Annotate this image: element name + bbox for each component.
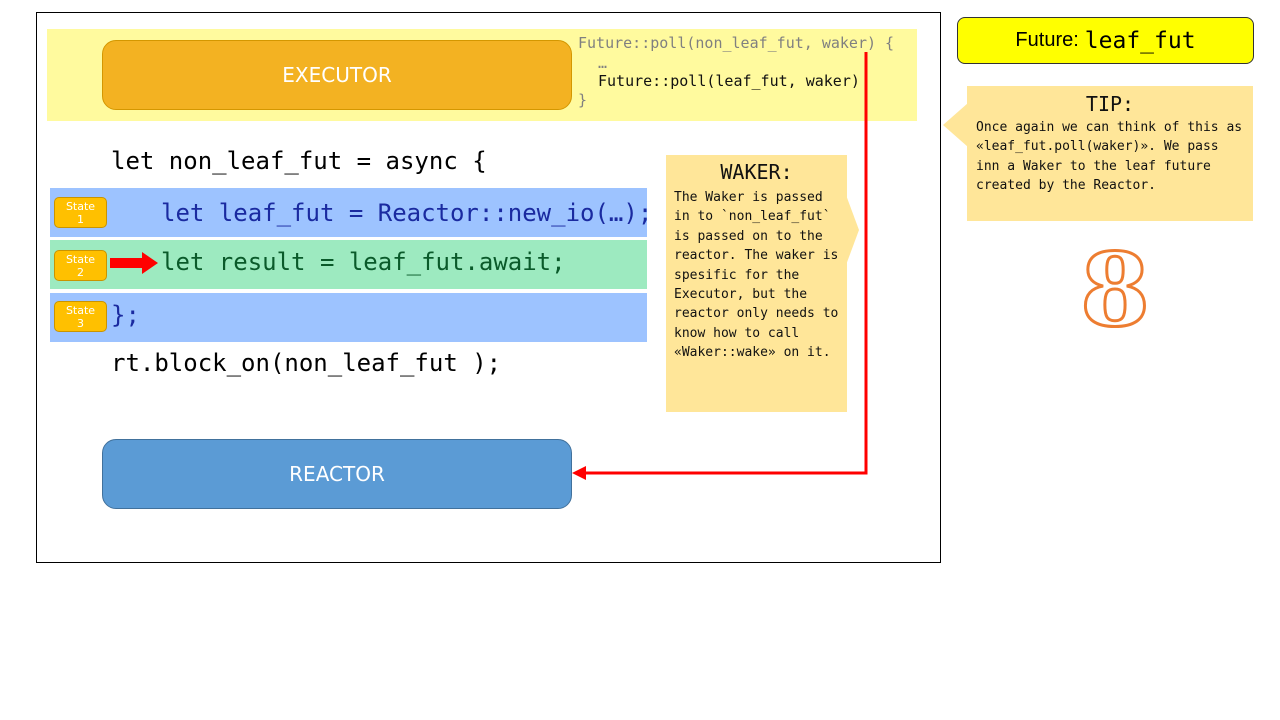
code-line-close: }; bbox=[111, 301, 140, 329]
poll-code-line-1: Future::poll(non_leaf_fut, waker) { bbox=[578, 34, 895, 52]
reactor-label: REACTOR bbox=[289, 462, 385, 486]
tip-callout-pointer-icon bbox=[943, 103, 968, 147]
code-line-new-io: let leaf_fut = Reactor::new_io(…); bbox=[161, 199, 653, 227]
waker-note-title: WAKER: bbox=[720, 160, 793, 184]
state-badge-label: State bbox=[65, 252, 96, 266]
state-badge-1: State 1 bbox=[54, 197, 107, 228]
slide-number: 8 bbox=[1079, 230, 1152, 351]
tip-note bbox=[967, 86, 1253, 221]
state-badge-number: 1 bbox=[77, 212, 84, 226]
state-row-1 bbox=[50, 188, 647, 237]
poll-code-line-4: } bbox=[578, 91, 588, 109]
future-title-label: Future: bbox=[1015, 29, 1079, 51]
code-line-async: let non_leaf_fut = async { bbox=[111, 147, 487, 175]
code-line-await: let result = leaf_fut.await; bbox=[161, 248, 566, 276]
future-title-name: leaf_fut bbox=[1084, 27, 1196, 54]
state-badge-2: State 2 bbox=[54, 250, 107, 281]
poll-code-line-3: Future::poll(leaf_fut, waker) bbox=[598, 72, 860, 90]
state-badge-3: State 3 bbox=[54, 301, 107, 332]
state-badge-label: State bbox=[65, 199, 96, 213]
poll-code-line-2: … bbox=[598, 54, 608, 72]
state-badge-label: State bbox=[65, 303, 96, 317]
slide-frame bbox=[36, 12, 941, 563]
executor-box: EXECUTOR bbox=[102, 40, 572, 110]
future-title-box: Future: leaf_fut bbox=[957, 17, 1254, 64]
state-badge-number: 3 bbox=[77, 316, 84, 330]
waker-flow-arrow-icon bbox=[572, 52, 868, 480]
current-state-arrow-icon bbox=[110, 252, 158, 274]
tip-note-title: TIP: bbox=[1085, 92, 1135, 116]
state-row-3 bbox=[50, 293, 647, 342]
waker-callout-pointer-icon bbox=[846, 195, 859, 265]
executor-label: EXECUTOR bbox=[282, 63, 392, 87]
reactor-box: REACTOR bbox=[102, 439, 572, 509]
waker-note bbox=[666, 155, 847, 412]
waker-note-body: The Waker is passed in to `non_leaf_fut`… bbox=[674, 190, 839, 361]
tip-note-body: Once again we can think of this as «leaf… bbox=[976, 120, 1243, 194]
state-badge-number: 2 bbox=[77, 265, 84, 279]
code-line-block-on: rt.block_on(non_leaf_fut ); bbox=[111, 349, 502, 377]
